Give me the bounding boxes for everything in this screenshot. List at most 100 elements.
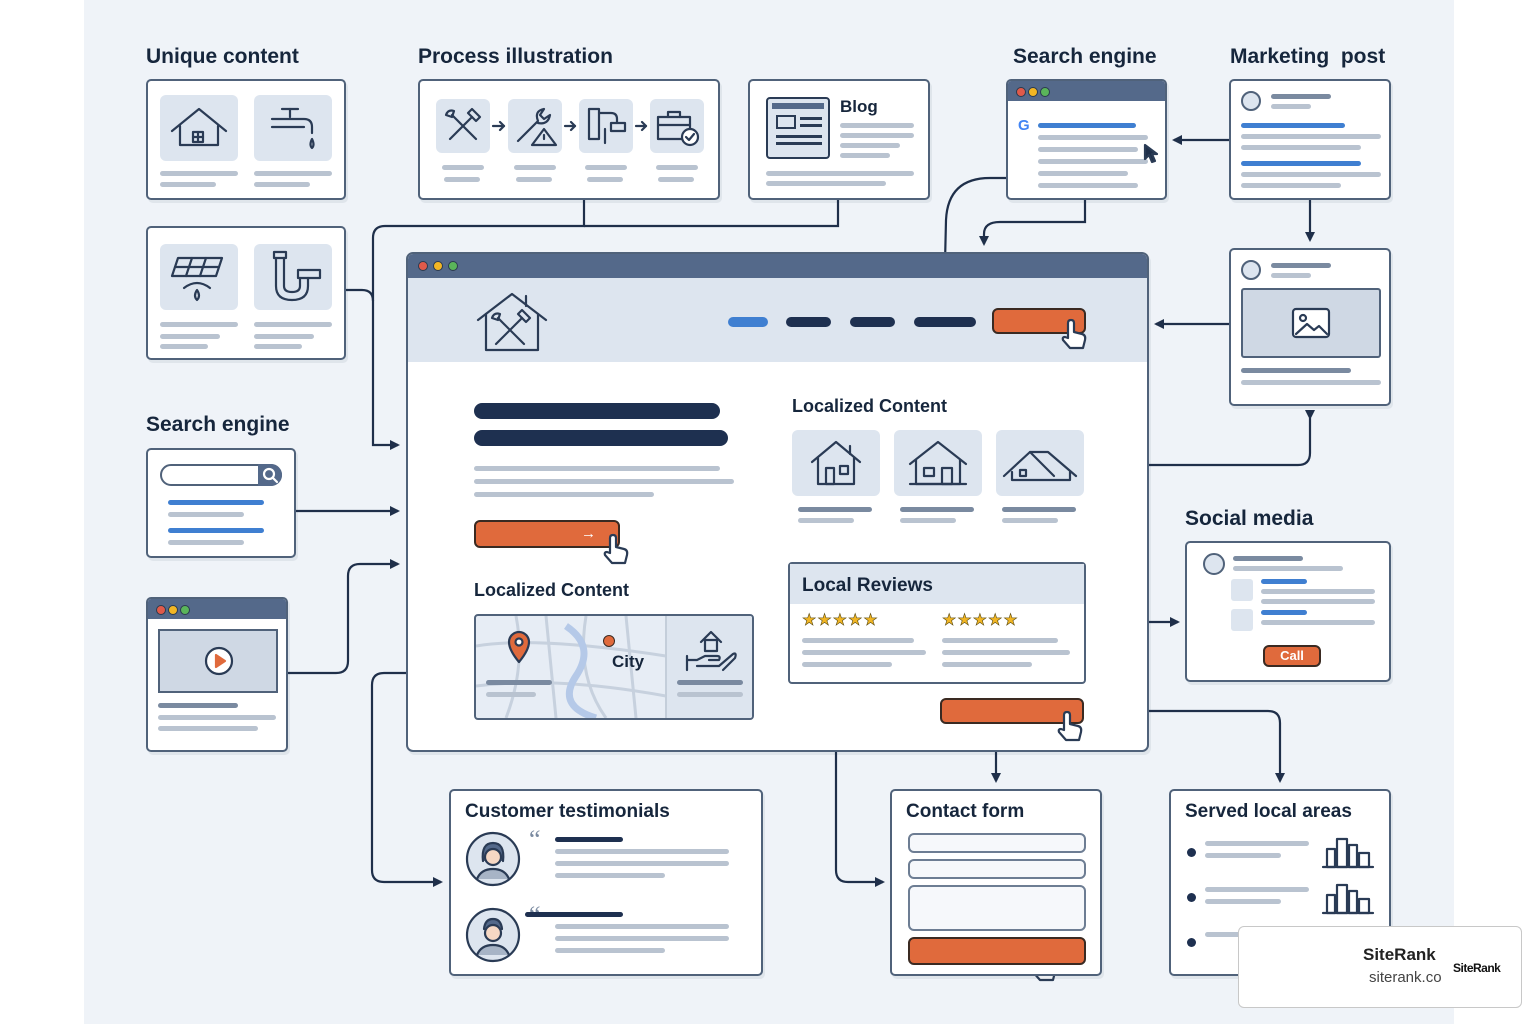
unique-content-card-top — [146, 79, 346, 200]
arrow-site-to-testimonials — [370, 671, 443, 887]
arrow-google-down — [979, 200, 1087, 246]
siterank-watermark: SiteRank siterank.co SiteRank — [1238, 926, 1522, 1008]
city-skyline-icon — [1321, 837, 1375, 869]
process-step-4 — [650, 99, 704, 153]
toolbox-check-icon — [656, 110, 700, 147]
google-icon: G — [1018, 117, 1030, 134]
call-button[interactable]: Call — [1263, 645, 1321, 667]
house-tools-logo-icon — [476, 292, 548, 352]
hand-cursor-icon — [603, 533, 629, 565]
service-tile — [665, 616, 752, 718]
pipe-icon — [272, 250, 322, 302]
pipe-tools-icon — [587, 107, 627, 145]
localized-house-tile-1 — [792, 430, 880, 496]
watermark-logo: SiteRank — [1453, 961, 1501, 975]
site-header — [408, 278, 1147, 362]
image-post-card — [1229, 248, 1391, 406]
house-tile — [160, 95, 238, 161]
process-step-3 — [579, 99, 633, 153]
localized-map-panel: City — [474, 614, 754, 720]
blog-label: Blog — [840, 97, 878, 116]
title-search-engine-top: Search engine — [1013, 45, 1157, 68]
pipe-tile — [254, 244, 332, 310]
avatar — [1241, 260, 1261, 280]
house-icon — [810, 440, 862, 486]
search-icon — [262, 467, 279, 484]
customer-testimonials-heading: Customer testimonials — [465, 801, 670, 822]
search-engine-card-top: G — [1006, 79, 1167, 200]
contact-form-card: Contact form — [890, 789, 1102, 976]
process-illustration-card — [418, 79, 720, 200]
play-icon — [204, 646, 234, 676]
woman-avatar-icon — [465, 831, 521, 887]
arrow-cta-to-areas — [1084, 709, 1285, 783]
search-engine-card-left — [146, 448, 296, 558]
nav-item-3[interactable] — [850, 317, 895, 327]
hero-cta-button[interactable]: → — [474, 520, 620, 548]
contact-form-heading: Contact form — [906, 801, 1025, 822]
map-city-label: City — [612, 652, 645, 671]
city-map — [476, 616, 666, 718]
hand-house-icon — [685, 630, 737, 672]
arrow-unique-to-site — [346, 288, 375, 302]
title-process-illustration: Process illustration — [418, 45, 613, 68]
mouse-pointer-icon — [1143, 143, 1159, 164]
contact-name-field[interactable] — [908, 833, 1086, 853]
served-local-areas-heading: Served local areas — [1185, 801, 1352, 822]
title-search-engine-left: Search engine — [146, 413, 290, 436]
localized-content-left-heading: Localized Content — [474, 580, 630, 600]
blog-thumbnail — [766, 97, 830, 159]
main-website-window: → Localized Content City Localized Conte… — [406, 252, 1149, 752]
arrow-reviews-to-contact — [834, 684, 885, 887]
woman-avatar-icon-fallback — [465, 907, 521, 963]
watermark-domain: siterank.co — [1369, 969, 1442, 986]
contact-submit-button[interactable] — [908, 937, 1086, 965]
marketing-post-card — [1229, 79, 1391, 200]
map-pin-icon — [507, 630, 531, 664]
wrench-warning-icon — [516, 107, 558, 147]
faucet-icon — [270, 107, 315, 150]
unique-content-card-bottom — [146, 226, 346, 360]
localized-house-tile-3 — [996, 430, 1084, 496]
map-city-dot — [603, 635, 615, 647]
contact-message-field[interactable] — [908, 885, 1086, 931]
image-icon — [1291, 307, 1331, 339]
nav-item-active[interactable] — [728, 317, 768, 327]
contact-email-field[interactable] — [908, 859, 1086, 879]
arrow-blog-to-site — [584, 200, 840, 228]
avatar — [1241, 91, 1261, 111]
image-placeholder — [1241, 288, 1381, 358]
arrow-right-icon: → — [581, 525, 596, 542]
house-icon — [170, 107, 228, 147]
reviews-cta-button[interactable] — [940, 698, 1084, 724]
nav-item-2[interactable] — [786, 317, 831, 327]
arrow-google-to-nav — [939, 176, 1006, 308]
hand-cursor-icon — [1061, 318, 1087, 350]
hand-cursor-icon — [1057, 710, 1083, 742]
quote-icon: “ — [529, 825, 541, 854]
blog-card: Blog — [748, 79, 930, 200]
social-media-card: Call — [1185, 541, 1391, 682]
localized-content-right-heading: Localized Content — [792, 396, 948, 416]
nav-item-4[interactable] — [914, 317, 976, 327]
title-unique-content: Unique content — [146, 45, 299, 68]
solar-panel-icon — [170, 256, 224, 302]
title-social-media: Social media — [1185, 507, 1314, 530]
review-stars-1: ★★★★★ — [802, 612, 879, 630]
search-button[interactable] — [258, 464, 282, 486]
avatar — [1203, 553, 1225, 575]
watermark-brand: SiteRank — [1363, 945, 1436, 964]
local-reviews-panel: Local Reviews ★★★★★ ★★★★★ — [788, 562, 1086, 684]
hero-headline-2 — [474, 430, 728, 446]
title-marketing-post: Marketing post — [1230, 45, 1386, 68]
localized-house-tile-2 — [894, 430, 982, 496]
solar-tile — [160, 244, 238, 310]
process-arrows — [491, 120, 648, 132]
house-icon — [1002, 450, 1078, 482]
process-step-1 — [436, 99, 490, 153]
arrow-localized-bidirectional — [1092, 410, 1315, 470]
customer-testimonials-card: Customer testimonials “ “ — [449, 789, 763, 976]
faucet-tile — [254, 95, 332, 161]
arrow-process-to-site — [371, 200, 586, 450]
video-player[interactable] — [158, 629, 278, 693]
